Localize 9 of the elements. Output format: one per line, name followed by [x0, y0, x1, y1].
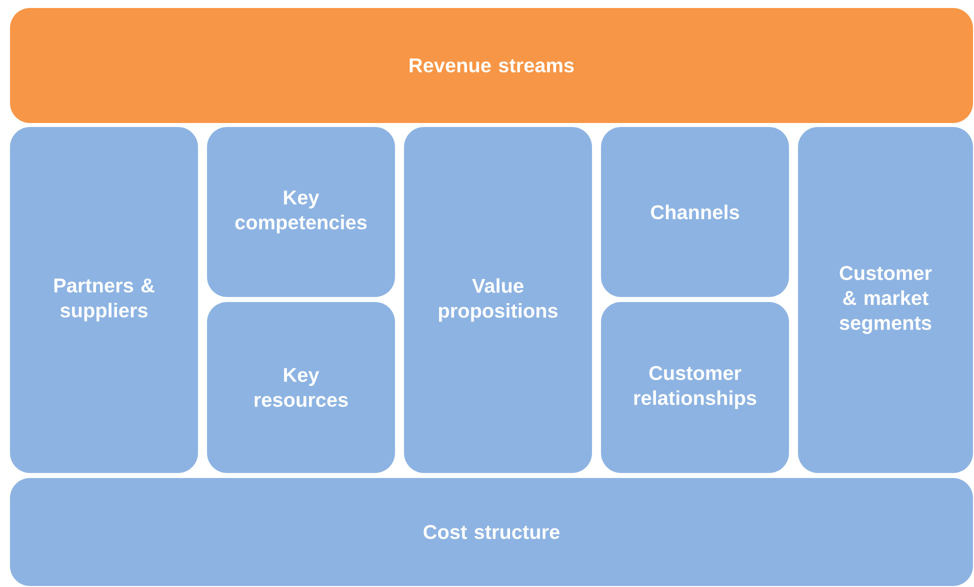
- canvas-block: Channels: [601, 126, 789, 297]
- canvas-block: Value propositions: [404, 126, 592, 473]
- canvas-block: Partners & suppliers: [10, 126, 198, 473]
- canvas-block: Key resources: [207, 302, 395, 473]
- canvas-block: Cost structure: [10, 478, 973, 586]
- revenue-band: Revenue streams: [10, 8, 973, 123]
- canvas-block: Customer & market segments: [798, 126, 973, 473]
- canvas-block: Key competencies: [207, 126, 395, 297]
- canvas-block: Customer relationships: [601, 302, 789, 473]
